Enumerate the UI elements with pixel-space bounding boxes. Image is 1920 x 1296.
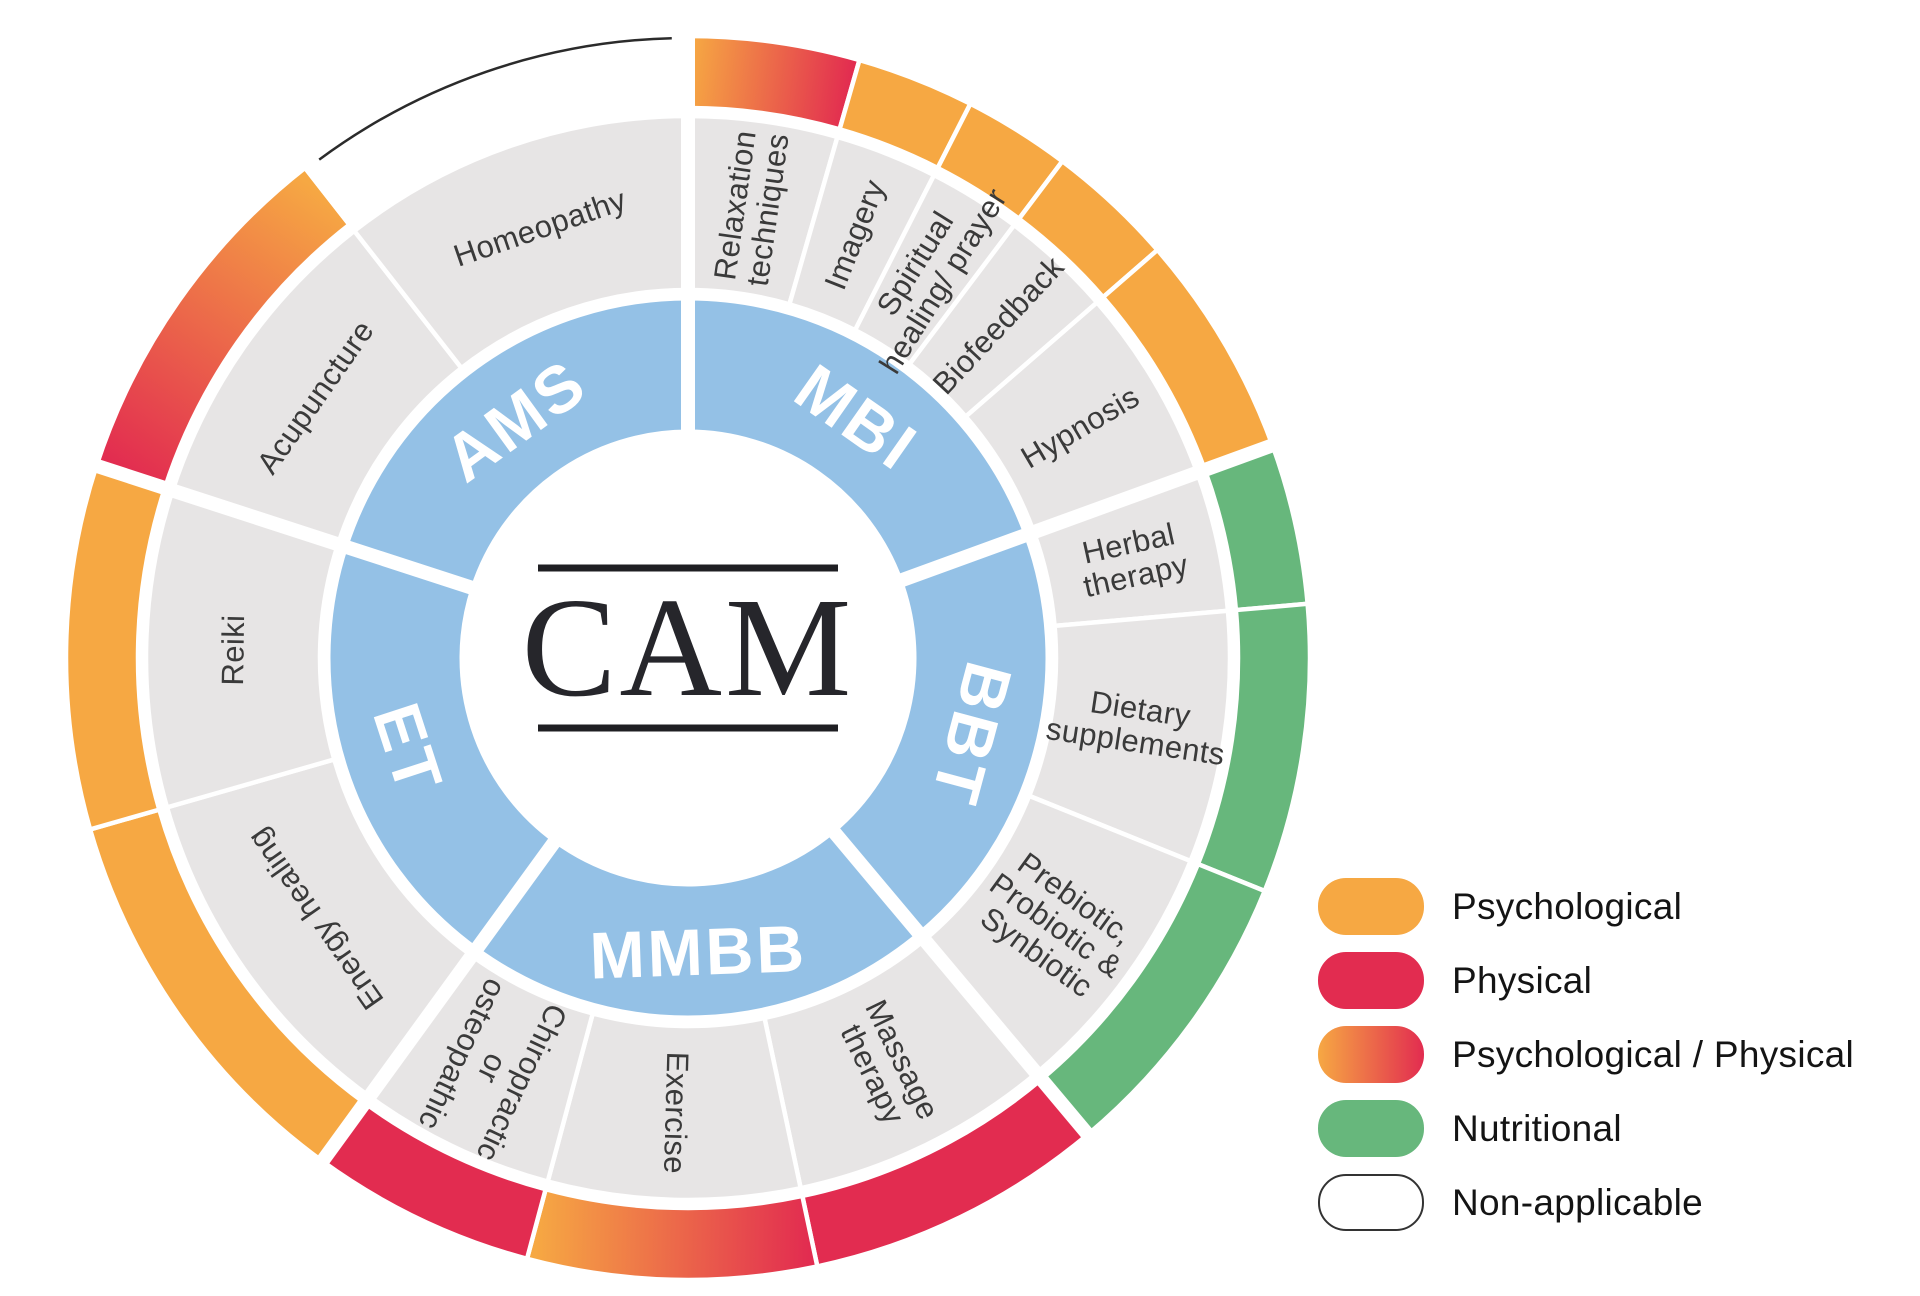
segment-label-exercise: Exercise bbox=[657, 1051, 695, 1174]
group-divider bbox=[885, 435, 1285, 592]
legend: Psychological Physical Psychological / P… bbox=[1318, 878, 1854, 1248]
legend-swatch-psychological-physical bbox=[1318, 1026, 1424, 1083]
group-divider bbox=[84, 456, 488, 599]
sector-et bbox=[325, 543, 559, 953]
sector-ams bbox=[342, 295, 691, 592]
legend-label-psychological-physical: Psychological / Physical bbox=[1452, 1033, 1855, 1075]
legend-swatch-physical bbox=[1318, 952, 1424, 1009]
legend-item-psychological: Psychological bbox=[1318, 878, 1854, 935]
sector-mbi bbox=[685, 295, 1030, 584]
segment-label-reiki: Reiki bbox=[215, 614, 251, 686]
center-circle bbox=[469, 439, 907, 877]
legend-label-non-applicable: Non-applicable bbox=[1452, 1181, 1704, 1223]
legend-item-non-applicable: Non-applicable bbox=[1318, 1174, 1854, 1231]
legend-swatch-non-applicable bbox=[1318, 1174, 1424, 1231]
legend-swatch-psychological bbox=[1318, 878, 1424, 935]
legend-label-nutritional: Nutritional bbox=[1452, 1107, 1622, 1149]
legend-item-nutritional: Nutritional bbox=[1318, 1100, 1854, 1157]
group-divider bbox=[310, 826, 569, 1174]
sector-label-mmbb: MMBB bbox=[588, 911, 808, 993]
non-applicable-outline-arc bbox=[318, 36, 672, 161]
legend-item-psychological-physical: Psychological / Physical bbox=[1318, 1026, 1854, 1083]
segment-label-dietary-supplements: Dietarysupplements bbox=[1044, 678, 1232, 772]
sector-mmbb bbox=[472, 827, 923, 1021]
legend-swatch-nutritional bbox=[1318, 1100, 1424, 1157]
category-arc-exercise bbox=[524, 1186, 820, 1283]
legend-label-physical: Physical bbox=[1452, 959, 1593, 1001]
legend-item-physical: Physical bbox=[1318, 952, 1854, 1009]
center-title: CAM bbox=[522, 568, 855, 726]
sector-bbt bbox=[829, 531, 1051, 938]
legend-label-psychological: Psychological bbox=[1452, 885, 1683, 927]
group-divider bbox=[819, 816, 1100, 1147]
